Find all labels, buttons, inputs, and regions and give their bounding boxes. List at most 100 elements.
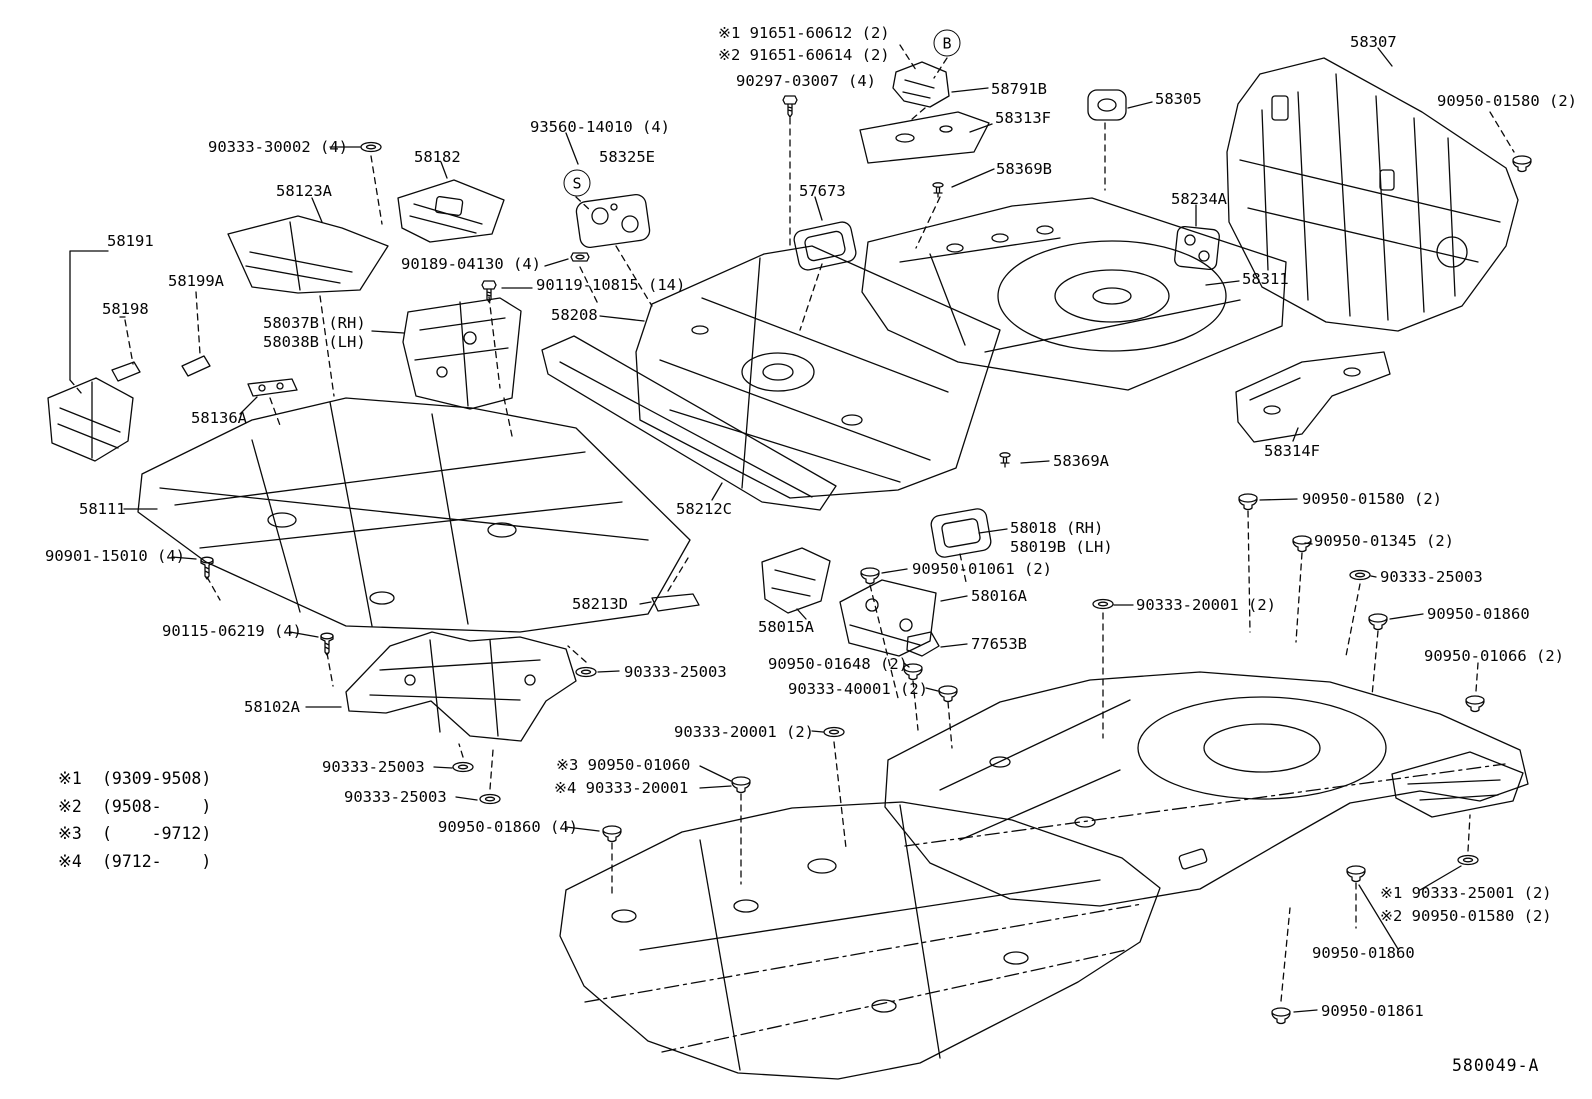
grommet-58305-art <box>1087 89 1127 121</box>
pad-57673-art <box>793 221 857 271</box>
part-number-callout: 58212C <box>676 500 732 518</box>
front-floor-pan-art <box>137 397 691 633</box>
bracket-58016A-art <box>839 579 937 657</box>
part-number-callout: 58313F <box>995 109 1051 127</box>
part-number-callout: 58182 <box>414 148 461 166</box>
plate-58018-art <box>930 508 992 558</box>
part-number-callout: 58234A <box>1171 190 1227 208</box>
sill-58213D-art <box>651 593 700 612</box>
plug-icon <box>1368 613 1388 631</box>
plug-icon <box>1271 1007 1291 1025</box>
oval-plug-icon <box>1457 854 1479 866</box>
leader-lines-solid <box>69 47 1462 1013</box>
part-number-callout: 90333-20001 (2) <box>1136 596 1276 614</box>
part-number-callout: 58016A <box>971 587 1027 605</box>
part-number-callout: 90333-25003 <box>1380 568 1483 586</box>
part-number-callout: 90115-06219 (4) <box>162 622 302 640</box>
part-number-callout: 58102A <box>244 698 300 716</box>
part-number-callout: 58136A <box>191 409 247 427</box>
plug-icon <box>1512 155 1532 173</box>
nut-icon <box>570 252 590 262</box>
part-number-callout: ※2 90950-01580 (2) <box>1380 907 1552 925</box>
oval-plug-icon <box>1092 598 1114 610</box>
clip-58136A-art <box>247 378 298 397</box>
part-number-callout: 58325E <box>599 148 655 166</box>
part-number-callout: 90950-01860 <box>1312 944 1415 962</box>
bracket-58102A-art <box>345 631 577 742</box>
oval-plug-icon <box>452 761 474 773</box>
oval-plug-icon <box>575 666 597 678</box>
clamp-58791B-art <box>892 61 950 108</box>
circled-letter-s: S <box>563 169 591 197</box>
plug-icon <box>860 567 880 585</box>
bracket-58314F-art <box>1235 351 1391 443</box>
clamp-77653B-art <box>906 631 940 657</box>
part-number-callout: 90333-30002 (4) <box>208 138 348 156</box>
legend-range: (9309-9508) <box>102 769 212 788</box>
part-number-callout: 90189-04130 (4) <box>401 255 541 273</box>
part-number-callout: 58305 <box>1155 90 1202 108</box>
drawing-number: 580049-A <box>1452 1056 1540 1075</box>
part-number-callout: 58369B <box>996 160 1052 178</box>
part-number-callout: 90950-01580 (2) <box>1302 490 1442 508</box>
center-floor-pan-art <box>635 245 1001 499</box>
part-number-callout: ※4 90333-20001 <box>554 779 689 797</box>
bracket-58191-art <box>47 355 211 462</box>
legend-row: ※2(9508- ) <box>58 793 211 821</box>
legend: ※1(9309-9508)※2(9508- )※3( -9712)※4(9712… <box>58 765 211 875</box>
plug-icon <box>1238 493 1258 511</box>
part-number-callout: 90950-01066 (2) <box>1424 647 1564 665</box>
bracket-58015A-art <box>761 547 831 614</box>
screw-icon <box>200 556 214 580</box>
plug-icon <box>731 776 751 794</box>
legend-row: ※1 (9309-9508) <box>58 765 211 793</box>
part-number-callout: 58311 <box>1242 270 1289 288</box>
rear-back-panel-art <box>1226 57 1519 332</box>
legend-range: (9508- ) <box>102 796 212 816</box>
part-number-callout: 58123A <box>276 182 332 200</box>
plug-icon <box>602 825 622 843</box>
part-number-callout: 90333-20001 (2) <box>674 723 814 741</box>
legend-row: ※3 ( -9712) <box>58 820 211 848</box>
part-number-callout: 58369A <box>1053 452 1109 470</box>
part-number-callout: 90950-01061 (2) <box>912 560 1052 578</box>
part-number-callout: 90950-01648 (2) <box>768 655 908 673</box>
oval-plug-icon <box>479 793 501 805</box>
part-number-callout: 58314F <box>1264 442 1320 460</box>
part-number-callout: 90119-10815 (14) <box>536 276 686 294</box>
part-number-callout: 58018 (RH) <box>1010 519 1104 537</box>
legend-mark: ※1 <box>58 769 82 788</box>
part-number-callout: 77653B <box>971 635 1027 653</box>
bolt-icon <box>782 95 798 118</box>
part-number-callout: 90950-01860 (4) <box>438 818 578 836</box>
part-number-callout: 90333-25003 <box>344 788 447 806</box>
legend-mark: ※3 <box>58 824 82 843</box>
leader-lines-dashed <box>69 44 1515 1002</box>
oval-plug-icon <box>1349 569 1371 581</box>
fastener-icons <box>200 95 1532 1025</box>
bracket-58234A-art <box>1174 225 1220 271</box>
part-number-callout: 58019B (LH) <box>1010 538 1113 556</box>
part-number-callout: ※1 91651-60612 (2) <box>718 24 890 42</box>
part-number-callout: 58037B (RH) <box>263 314 366 332</box>
bracket-58037B-art <box>402 297 522 410</box>
floor-side-member-art <box>541 335 837 511</box>
bracket-58123A-art <box>227 215 389 294</box>
part-number-callout: 90950-01345 (2) <box>1314 532 1454 550</box>
part-number-callout: 93560-14010 (4) <box>530 118 670 136</box>
part-number-callout: 90333-25003 <box>322 758 425 776</box>
part-number-callout: 58199A <box>168 272 224 290</box>
legend-range: ( -9712) <box>102 824 212 843</box>
part-number-callout: 90950-01580 (2) <box>1437 92 1577 110</box>
bracket-58313F-art <box>859 111 990 164</box>
part-number-callout: 90333-40001 (2) <box>788 680 928 698</box>
plate-58325E-art <box>575 193 651 249</box>
part-number-callout: 90333-25003 <box>624 663 727 681</box>
part-number-callout: 58208 <box>551 306 598 324</box>
plug-icon <box>1346 865 1366 883</box>
part-number-callout: 58015A <box>758 618 814 636</box>
part-number-callout: 58191 <box>107 232 154 250</box>
circled-letter-b: B <box>933 29 961 57</box>
front-floor-silencer-art <box>559 801 1161 1080</box>
